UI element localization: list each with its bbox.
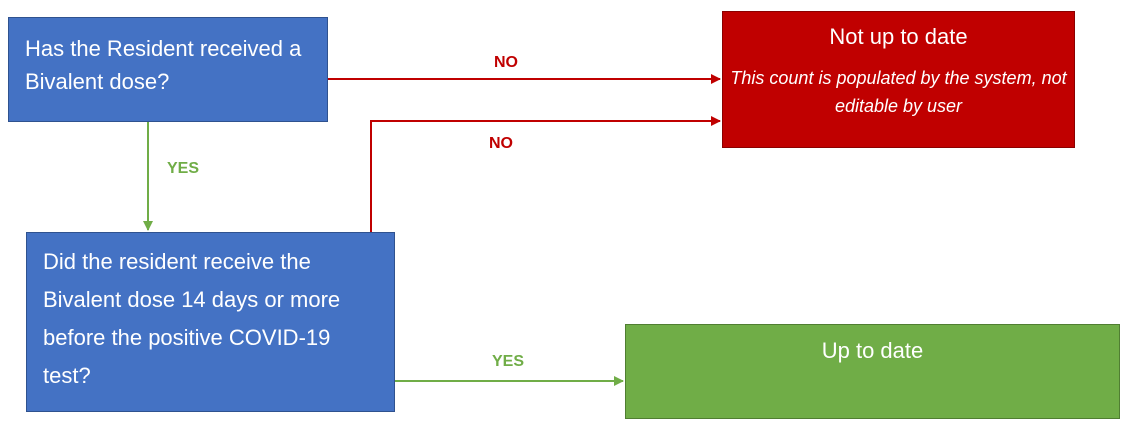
up-to-date-title: Up to date xyxy=(821,338,924,363)
not-up-to-date-node: Not up to date This count is populated b… xyxy=(722,11,1075,148)
q1-no-label: NO xyxy=(494,54,518,71)
question-1-node: Has the Resident received a Bivalent dos… xyxy=(8,17,328,122)
q2-no-label: NO xyxy=(489,135,513,152)
q2-no-arrow xyxy=(370,116,721,232)
not-up-to-date-note: This count is populated by the system, n… xyxy=(730,68,1067,116)
q2-yes-label: YES xyxy=(492,353,525,370)
question-1-text: Has the Resident received a Bivalent dos… xyxy=(25,36,302,94)
question-2-text: Did the resident receive the Bivalent do… xyxy=(43,249,341,388)
not-up-to-date-title: Not up to date xyxy=(829,24,968,49)
question-2-node: Did the resident receive the Bivalent do… xyxy=(26,232,395,412)
up-to-date-node: Up to date xyxy=(625,324,1120,419)
q1-yes-label: YES xyxy=(167,160,200,177)
